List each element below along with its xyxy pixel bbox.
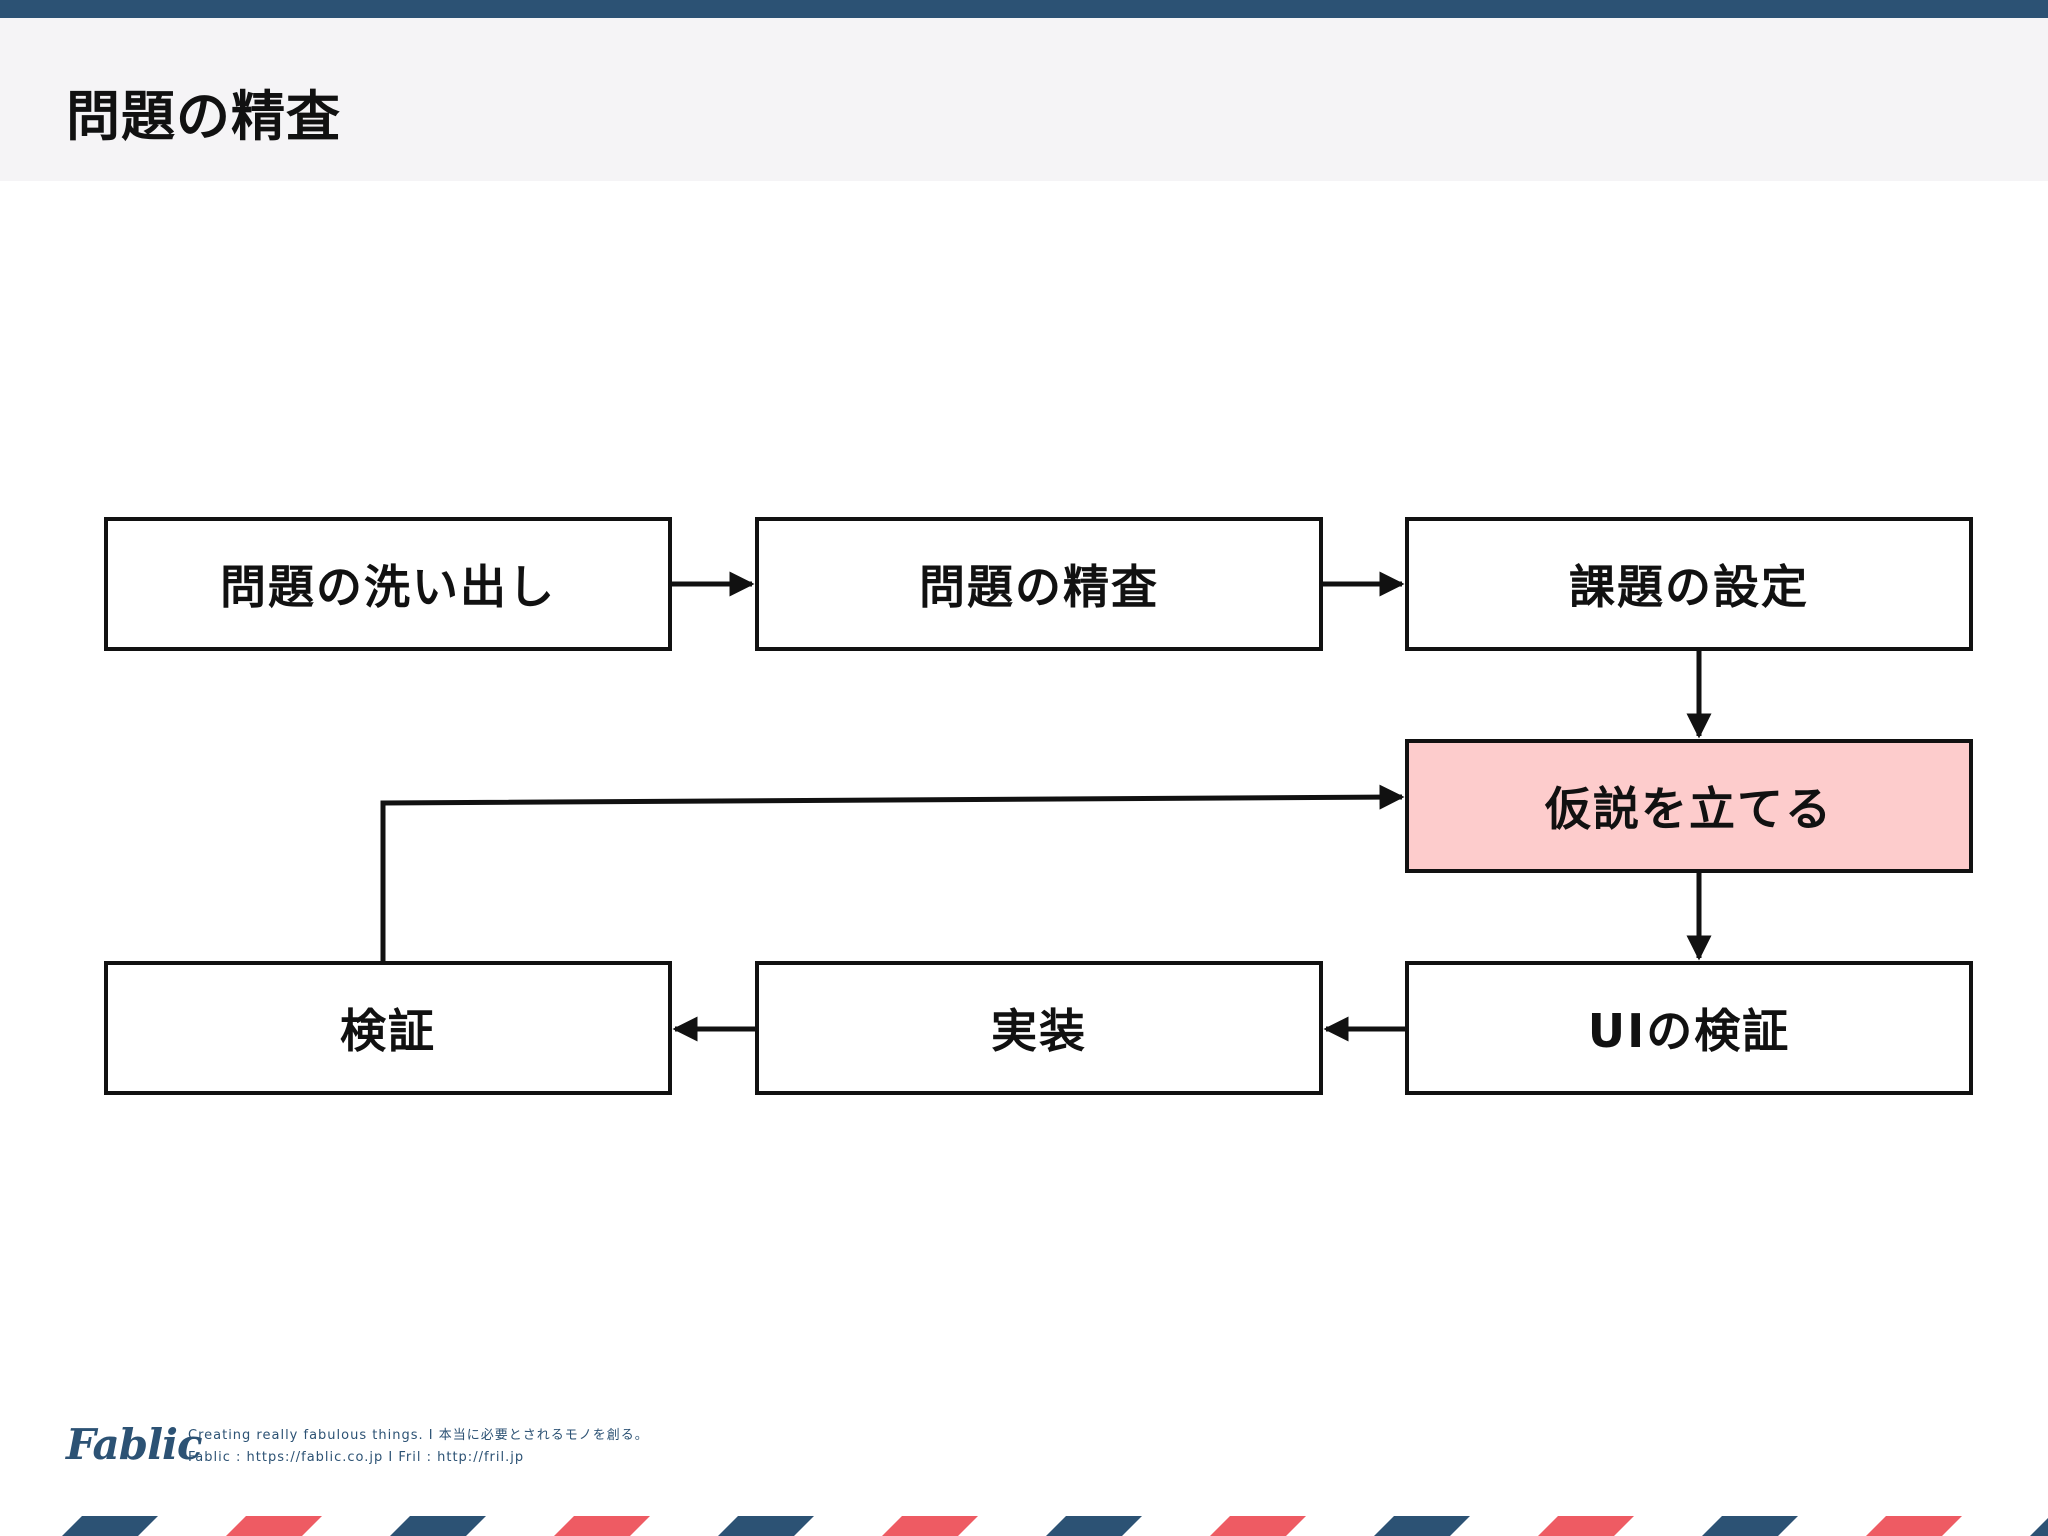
stripe-segment	[390, 1516, 486, 1536]
step-box-hypothesis: 仮説を立てる	[1405, 739, 1973, 873]
step-box-implementation: 実装	[755, 961, 1323, 1095]
step-label: 問題の精査	[919, 560, 1159, 614]
step-box-problem-listing: 問題の洗い出し	[104, 517, 672, 651]
step-label: UIの検証	[1587, 1004, 1791, 1058]
page-title: 問題の精査	[66, 85, 341, 148]
stripe-segment	[882, 1516, 978, 1536]
stripe-segment	[62, 1516, 158, 1536]
stripe-segment	[1374, 1516, 1470, 1536]
header: 問題の精査	[0, 18, 2048, 181]
footer-tagline: Creating really fabulous things. I 本当に必要…	[188, 1428, 649, 1443]
step-box-issue-setting: 課題の設定	[1405, 517, 1973, 651]
footer-links: Fablic : https://fablic.co.jp I Fril : h…	[188, 1450, 525, 1465]
step-label: 実装	[991, 1004, 1087, 1058]
top-accent-bar	[0, 0, 2048, 18]
fablic-logo: Fablic	[66, 1420, 203, 1469]
stripe-segment	[1538, 1516, 1634, 1536]
stripe-segment	[1210, 1516, 1306, 1536]
stripe-segment	[1702, 1516, 1798, 1536]
step-label: 課題の設定	[1569, 560, 1809, 614]
step-box-problem-review: 問題の精査	[755, 517, 1323, 651]
stripe-segment	[226, 1516, 322, 1536]
stripe-segment	[718, 1516, 814, 1536]
step-box-ui-validation: UIの検証	[1405, 961, 1973, 1095]
stripe-segment	[554, 1516, 650, 1536]
stripe-segment	[1046, 1516, 1142, 1536]
step-label: 検証	[340, 1004, 436, 1058]
step-box-verification: 検証	[104, 961, 672, 1095]
step-label: 問題の洗い出し	[220, 560, 556, 614]
airmail-stripe-border	[0, 1516, 2048, 1536]
stripe-segment	[2030, 1516, 2048, 1536]
stripe-segment	[1866, 1516, 1962, 1536]
arrow-step7-to-step4	[380, 784, 1405, 963]
step-label: 仮説を立てる	[1545, 782, 1833, 836]
